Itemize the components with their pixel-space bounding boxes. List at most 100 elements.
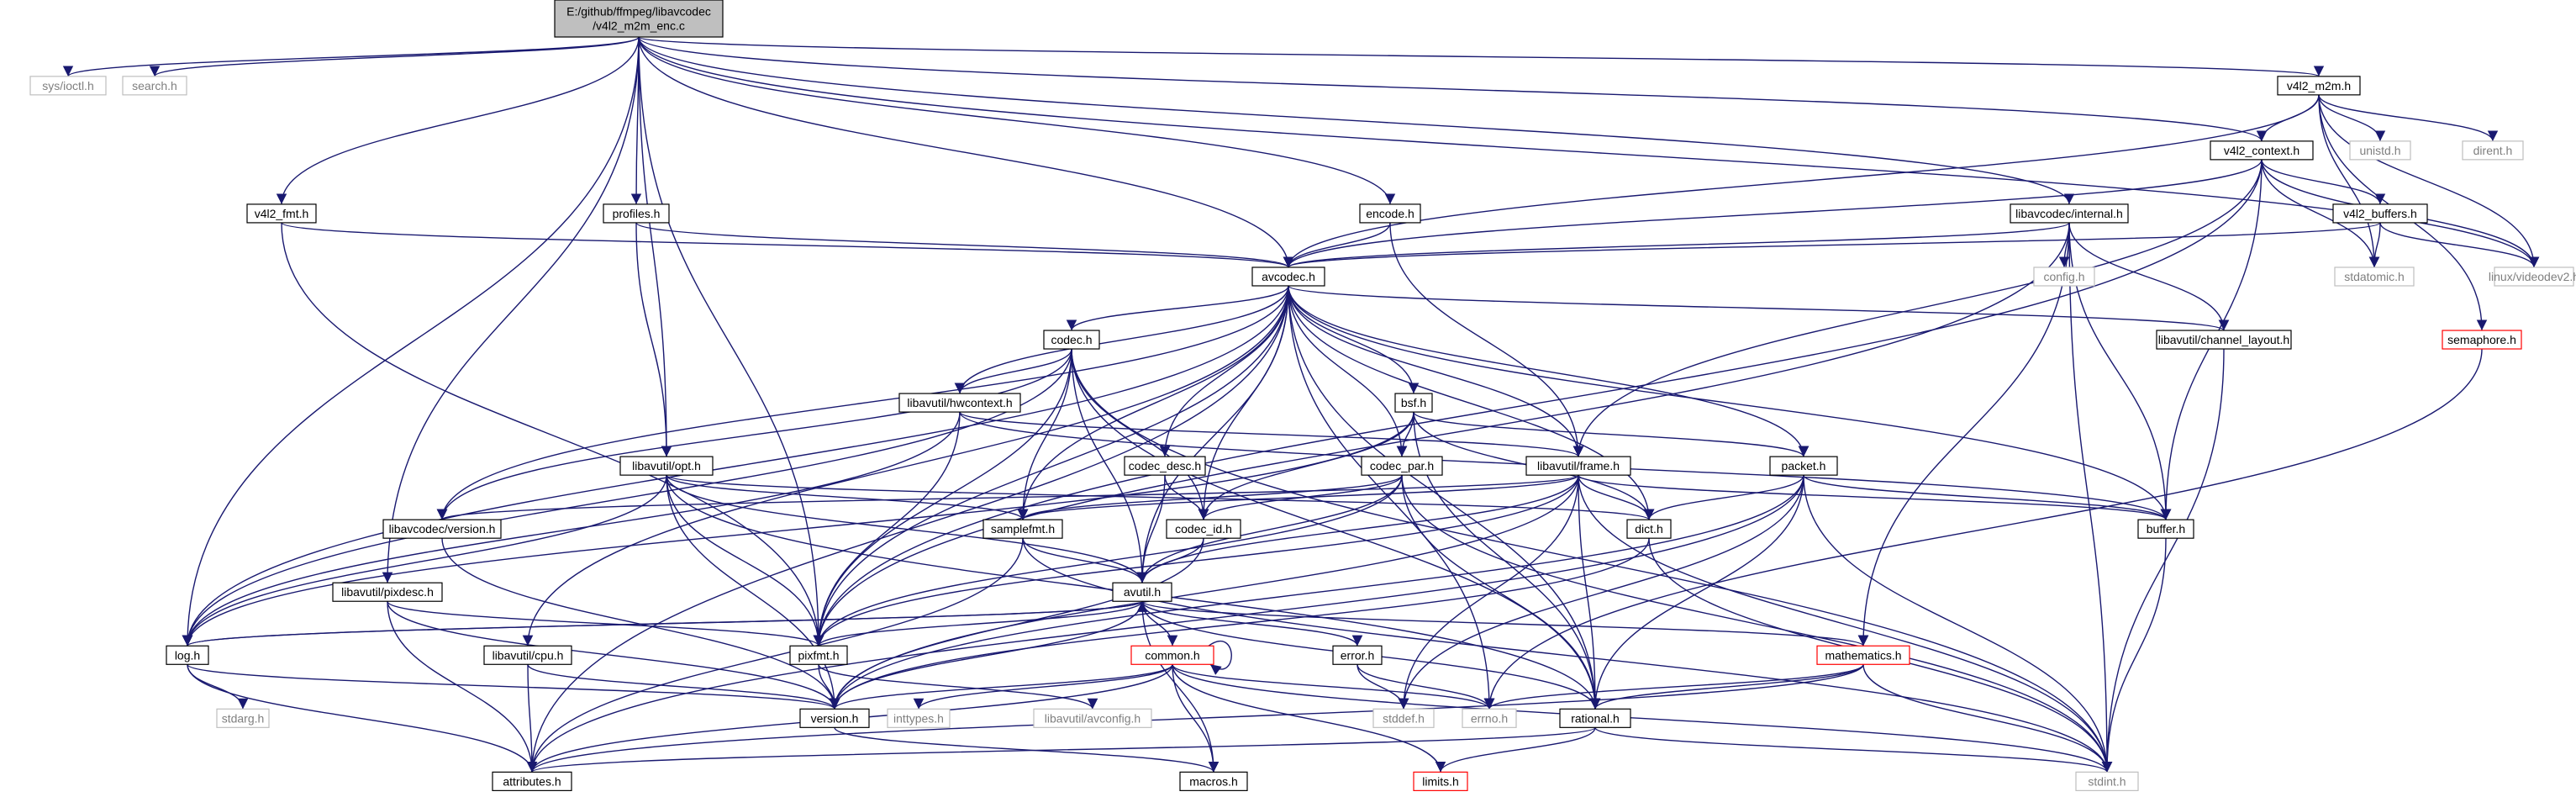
edge-v4l2_context-to-stdatomic [2261, 159, 2380, 267]
node-codec-id[interactable]: codec_id.h [1166, 519, 1241, 539]
node-mathematics[interactable]: mathematics.h [1816, 645, 1910, 665]
node-label: libavutil/cpu.h [493, 648, 564, 662]
node-buffer[interactable]: buffer.h [2137, 519, 2194, 539]
edge-packet-to-attributes [526, 475, 1804, 773]
node-error[interactable]: error.h [1332, 645, 1383, 665]
node-label: macros.h [1189, 774, 1238, 788]
node-opt[interactable]: libavutil/opt.h [619, 456, 714, 476]
node-common[interactable]: common.h [1130, 645, 1214, 665]
edge-frame-to-rational [1578, 475, 1601, 710]
node-box [2442, 330, 2522, 350]
node-label: unistd.h [2359, 144, 2400, 157]
node-channel-layout[interactable]: libavutil/channel_layout.h [2156, 330, 2292, 350]
node-limits[interactable]: limits.h [1413, 771, 1468, 791]
node-label: libavutil/frame.h [1537, 459, 1620, 472]
edge-avcodec-to-bsf [1288, 285, 1420, 394]
node-v4l2-buffers[interactable]: v4l2_buffers.h [2332, 203, 2428, 224]
node-label: E:/github/ffmpeg/libavcodec [566, 5, 711, 18]
node-v4l2-fmt[interactable]: v4l2_fmt.h [246, 203, 317, 224]
node-label: sys/ioctl.h [42, 79, 93, 92]
edge-codec_par-to-stdint [1401, 475, 2113, 773]
node-root[interactable]: E:/github/ffmpeg/libavcodec/v4l2_m2m_enc… [554, 0, 724, 38]
node-pixdesc[interactable]: libavutil/pixdesc.h [332, 582, 443, 602]
node-bsf[interactable]: bsf.h [1394, 393, 1433, 413]
node-pixfmt[interactable]: pixfmt.h [789, 645, 848, 665]
node-dirent: dirent.h [2462, 140, 2524, 161]
edge-root-to-pixfmt [638, 36, 824, 647]
node-label: stdint.h [2088, 774, 2126, 788]
node-stdint: stdint.h [2075, 771, 2139, 791]
edge-v4l2_context-to-frame [1572, 159, 2263, 457]
node-semaphore[interactable]: semaphore.h [2442, 330, 2522, 350]
edge-opt-to-pixfmt [666, 475, 824, 647]
node-linux-videodev2: linux/videodev2.h [2489, 267, 2576, 287]
edge-frame-to-stddef [1398, 475, 1579, 710]
node-profiles[interactable]: profiles.h [603, 203, 670, 224]
node-avutil[interactable]: avutil.h [1112, 582, 1172, 602]
edge-root-to-sys_ioctl [63, 36, 640, 77]
node-version[interactable]: version.h [799, 708, 870, 728]
node-label: libavutil/avconfig.h [1045, 711, 1140, 725]
node-v4l2-context[interactable]: v4l2_context.h [2210, 140, 2314, 161]
node-encode[interactable]: encode.h [1359, 203, 1421, 224]
node-v4l2-m2m[interactable]: v4l2_m2m.h [2277, 76, 2361, 96]
edge-root-to-encode [638, 36, 1396, 204]
node-label: search.h [132, 79, 177, 92]
node-label: /v4l2_m2m_enc.c [593, 19, 685, 33]
node-codec-desc[interactable]: codec_desc.h [1124, 456, 1206, 476]
node-dict[interactable]: dict.h [1626, 519, 1672, 539]
node-stdarg: stdarg.h [216, 708, 270, 728]
edge-opt-to-avutil [666, 475, 1148, 583]
node-label: codec.h [1051, 333, 1092, 346]
edge-avcodec-to-channel_layout [1288, 285, 2229, 331]
node-cpu[interactable]: libavutil/cpu.h [483, 645, 572, 665]
node-lavc-version[interactable]: libavcodec/version.h [382, 519, 502, 539]
edge-root-to-avcodec [638, 36, 1294, 267]
edge-common-to-version [829, 663, 1173, 710]
edge-v4l2_context-to-v4l2_buffers [2261, 159, 2386, 205]
node-avcodec[interactable]: avcodec.h [1251, 267, 1325, 287]
edges-layer [63, 36, 2540, 773]
node-box [1462, 708, 1517, 728]
edge-root-to-v4l2_context [638, 36, 2267, 142]
edge-codec_par-to-rational [1401, 475, 1601, 710]
node-codec[interactable]: codec.h [1043, 330, 1100, 350]
edge-internal-to-channel_layout [2068, 222, 2230, 331]
node-macros[interactable]: macros.h [1179, 771, 1248, 791]
node-samplefmt[interactable]: samplefmt.h [982, 519, 1063, 539]
node-log[interactable]: log.h [166, 645, 209, 665]
node-box [2334, 267, 2415, 287]
node-label: v4l2_context.h [2224, 144, 2299, 157]
edge-cpu-to-attributes [526, 664, 538, 773]
edge-frame-to-stdint [1578, 475, 2113, 773]
node-internal[interactable]: libavcodec/internal.h [2010, 203, 2129, 224]
edge-root-to-opt [638, 36, 672, 457]
edge-bsf-to-packet [1413, 411, 1810, 457]
node-label: stdarg.h [222, 711, 265, 725]
edge-packet-to-stdint [1803, 475, 2113, 773]
node-label: v4l2_fmt.h [255, 207, 309, 220]
node-rational[interactable]: rational.h [1559, 708, 1631, 728]
node-box [2137, 519, 2194, 539]
node-codec-par[interactable]: codec_par.h [1361, 456, 1443, 476]
edge-rational-to-limits [1435, 727, 1596, 773]
edge-version-to-macros [834, 726, 1220, 773]
edge-profiles-to-avcodec [635, 222, 1293, 268]
node-hwcontext[interactable]: libavutil/hwcontext.h [898, 393, 1021, 413]
node-avconfig: libavutil/avconfig.h [1033, 708, 1152, 728]
node-box [603, 203, 670, 224]
edge-buffer-to-stdint [2101, 538, 2167, 773]
node-errno: errno.h [1462, 708, 1517, 728]
node-label: avutil.h [1124, 585, 1161, 599]
node-packet[interactable]: packet.h [1769, 456, 1838, 476]
node-box [789, 645, 848, 665]
edge-hwcontext-to-pixfmt [813, 412, 961, 647]
edge-mathematics-to-rational [1589, 663, 1864, 710]
edge-common-to-limits [1172, 664, 1446, 773]
node-label: limits.h [1422, 774, 1459, 788]
edge-v4l2_buffers-to-linux_videodev2 [2379, 222, 2540, 268]
node-box [2462, 140, 2524, 161]
node-frame[interactable]: libavutil/frame.h [1525, 456, 1631, 476]
node-attributes[interactable]: attributes.h [492, 771, 572, 791]
edge-avcodec-to-avutil [1136, 285, 1289, 583]
